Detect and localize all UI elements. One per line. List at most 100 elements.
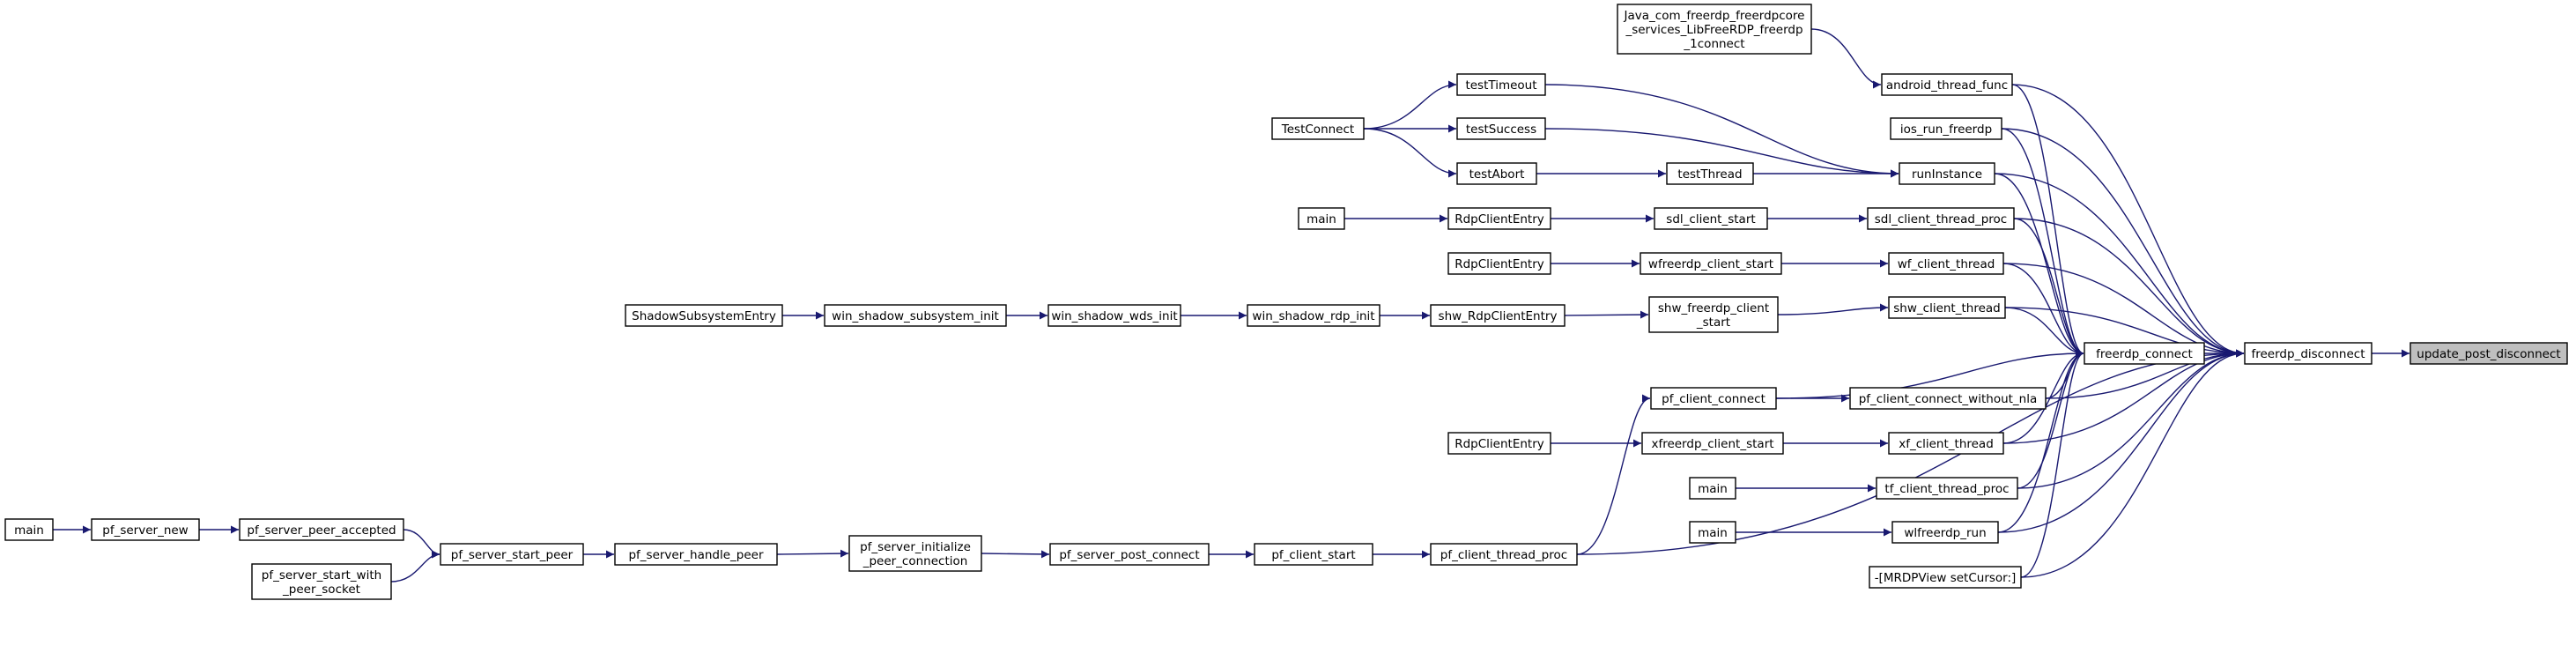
node-label: pf_server_new [102, 523, 188, 538]
node-pf-server-peer-accepted[interactable]: pf_server_peer_accepted [239, 518, 404, 541]
node-pf-server-start-with-peer-socket[interactable]: pf_server_start_with_peer_socket [251, 563, 392, 600]
edge-android-thread-func-to-freerdp-connect [2011, 84, 2084, 358]
edge-shw-freerdp-client-start-to-shw-client-thread [1777, 303, 1889, 315]
node-box [1047, 304, 1181, 327]
node-shw-rdpcliententry[interactable]: shw_RdpClientEntry [1430, 304, 1566, 327]
node-pf-client-connect-without-nla[interactable]: pf_client_connect_without_nla [1849, 387, 2047, 410]
node-ios-run-freerdp[interactable]: ios_run_freerdp [1890, 117, 2002, 140]
node-box [1689, 477, 1736, 500]
node-runinstance[interactable]: runInstance [1899, 162, 1995, 185]
edge-pf-client-thread-proc-to-pf-client-connect [1576, 394, 1651, 555]
node-pf-server-start-peer[interactable]: pf_server_start_peer [440, 543, 584, 566]
node-box [2244, 342, 2372, 365]
node-shw-freerdp-client-start[interactable]: shw_freerdp_client_start [1648, 296, 1779, 333]
node-label: _peer_socket [282, 583, 360, 597]
node-rdpcliententry-2[interactable]: RdpClientEntry [1447, 252, 1551, 275]
node-testsuccess[interactable]: testSuccess [1456, 117, 1546, 140]
node-rdpcliententry-1[interactable]: RdpClientEntry [1447, 207, 1551, 230]
node-main-2[interactable]: main [1689, 477, 1736, 500]
node-box [1456, 162, 1537, 185]
node-freerdp-disconnect[interactable]: freerdp_disconnect [2244, 342, 2372, 365]
node-label: TestConnect [1281, 122, 1354, 137]
node-shw-client-thread[interactable]: shw_client_thread [1888, 296, 2006, 319]
edge-pf-server-initialize-peer-connection-to-pf-server-post-connect [981, 550, 1050, 559]
edge-sdl-client-thread-proc-to-freerdp-connect [2013, 218, 2084, 358]
node-label: sdl_client_thread_proc [1875, 212, 2007, 226]
edge-pf-client-connect-without-nla-to-freerdp-disconnect [2045, 349, 2245, 399]
node-label: pf_server_peer_accepted [247, 523, 396, 538]
node-wfreerdp-client-start[interactable]: wfreerdp_client_start [1640, 252, 1782, 275]
node-shadowsubsystementry[interactable]: ShadowSubsystemEntry [625, 304, 783, 327]
node-label: _1connect [1683, 37, 1744, 51]
node-box [1650, 387, 1777, 410]
node-pf-server-new[interactable]: pf_server_new [91, 518, 200, 541]
node-freerdp-connect[interactable]: freerdp_connect [2084, 342, 2205, 365]
node-pf-client-start[interactable]: pf_client_start [1254, 543, 1373, 566]
node-box [1617, 4, 1812, 55]
edge-ios-run-freerdp-to-freerdp-disconnect [2001, 128, 2245, 358]
node-label: pf_server_handle_peer [628, 548, 763, 562]
node-label: RdpClientEntry [1455, 257, 1544, 271]
node-android-thread-func[interactable]: android_thread_func [1881, 73, 2013, 96]
node-box [1849, 387, 2047, 410]
node-testconnect[interactable]: TestConnect [1271, 117, 1365, 140]
node-main-3[interactable]: main [1689, 521, 1736, 544]
node-win-shadow-rdp-init[interactable]: win_shadow_rdp_init [1247, 304, 1381, 327]
node-pf-server-initialize-peer-connection[interactable]: pf_server_initialize_peer_connection [848, 535, 982, 572]
node-box [1881, 73, 2013, 96]
node-wlfreerdp-run[interactable]: wlfreerdp_run [1891, 521, 1999, 544]
node-label: pf_server_start_peer [451, 548, 574, 562]
node-xfreerdp-client-start[interactable]: xfreerdp_client_start [1641, 432, 1784, 455]
node-sdl-client-thread-proc[interactable]: sdl_client_thread_proc [1867, 207, 2015, 230]
edge-pf-client-connect-to-freerdp-connect [1775, 349, 2084, 399]
node-box [1456, 73, 1546, 96]
node-box [239, 518, 404, 541]
node-box [251, 563, 392, 600]
node-box [1648, 296, 1779, 333]
node-wf-client-thread[interactable]: wf_client_thread [1888, 252, 2004, 275]
edge-runinstance-to-freerdp-connect [1994, 173, 2084, 358]
edge-testsuccess-to-runinstance [1544, 128, 1899, 178]
node-xf-client-thread[interactable]: xf_client_thread [1888, 432, 2004, 455]
node-label: xf_client_thread [1899, 437, 1994, 451]
node-label: main [1698, 482, 1728, 496]
node-box [1890, 117, 2002, 140]
node-main-1[interactable]: main [1298, 207, 1345, 230]
node-box [4, 518, 54, 541]
node-label: xfreerdp_client_start [1651, 437, 1773, 451]
node-box [1689, 521, 1736, 544]
node-label: wfreerdp_client_start [1648, 257, 1773, 271]
node-pf-client-thread-proc[interactable]: pf_client_thread_proc [1430, 543, 1578, 566]
node-box [1049, 543, 1210, 566]
node-label: freerdp_connect [2096, 347, 2193, 361]
node-mrdpview-setcursor[interactable]: -[MRDPView setCursor:] [1869, 566, 2022, 589]
node-main-4[interactable]: main [4, 518, 54, 541]
node-pf-client-connect[interactable]: pf_client_connect [1650, 387, 1777, 410]
node-label: RdpClientEntry [1455, 437, 1544, 451]
node-rdpcliententry-3[interactable]: RdpClientEntry [1447, 432, 1551, 455]
node-testtimeout[interactable]: testTimeout [1456, 73, 1546, 96]
node-label: testAbort [1469, 167, 1525, 182]
node-testabort[interactable]: testAbort [1456, 162, 1537, 185]
edge-wlfreerdp-run-to-freerdp-connect [1997, 349, 2084, 533]
node-label: pf_server_start_with [262, 568, 381, 583]
node-java-connect[interactable]: Java_com_freerdp_freerdpcore_services_Li… [1617, 4, 1812, 55]
node-testthread[interactable]: testThread [1666, 162, 1754, 185]
node-pf-server-post-connect[interactable]: pf_server_post_connect [1049, 543, 1210, 566]
node-label: main [1307, 212, 1336, 226]
node-box [1888, 432, 2004, 455]
node-win-shadow-wds-init[interactable]: win_shadow_wds_init [1047, 304, 1181, 327]
node-pf-server-handle-peer[interactable]: pf_server_handle_peer [614, 543, 778, 566]
node-label: testTimeout [1465, 78, 1536, 93]
node-label: RdpClientEntry [1455, 212, 1544, 226]
node-sdl-client-start[interactable]: sdl_client_start [1654, 207, 1768, 230]
node-label: win_shadow_rdp_init [1252, 309, 1374, 323]
node-tf-client-thread-proc[interactable]: tf_client_thread_proc [1876, 477, 2018, 500]
edge-wf-client-thread-to-freerdp-disconnect [2002, 263, 2245, 358]
node-win-shadow-subsystem-init[interactable]: win_shadow_subsystem_init [824, 304, 1007, 327]
node-update-post-disconnect[interactable]: update_post_disconnect [2409, 342, 2568, 365]
node-label: win_shadow_subsystem_init [832, 309, 999, 323]
edge-pf-server-start-with-peer-socket-to-pf-server-start-peer [390, 550, 440, 583]
edge-runinstance-to-freerdp-disconnect [1994, 173, 2245, 358]
